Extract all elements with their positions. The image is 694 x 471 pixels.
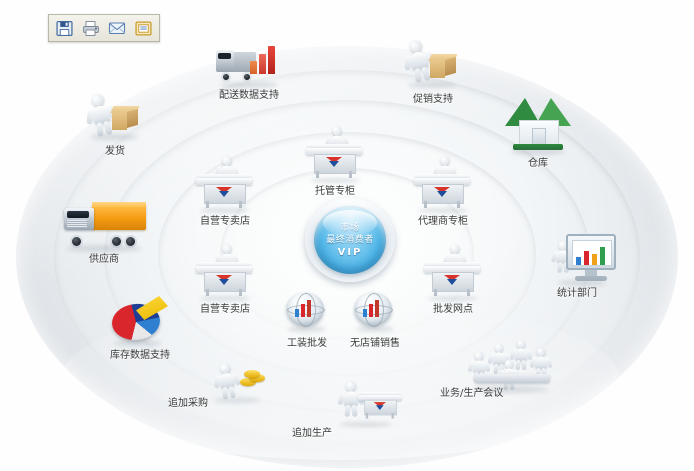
center-orb: 市场 最终消费者 VIP	[314, 206, 386, 274]
node-agent-counter[interactable]: 代理商专柜	[414, 156, 472, 227]
node-no-store-sales[interactable]: 无店铺销售	[350, 290, 400, 349]
person-box-icon	[404, 34, 462, 88]
node-self-operated-store-2[interactable]: 自营专卖店	[196, 244, 254, 315]
counter-icon	[424, 244, 482, 301]
email-button[interactable]	[107, 17, 128, 40]
node-label-supplier: 供应商	[89, 254, 119, 265]
globe-chart-icon	[284, 290, 330, 332]
node-additional-production[interactable]: 追加生产	[292, 378, 402, 439]
node-label-workwear-wholesale: 工装批发	[287, 338, 327, 349]
node-label-wholesale-outlet: 批发网点	[433, 304, 473, 315]
toolbar	[48, 14, 160, 42]
node-business-production-meeting[interactable]: 业务/生产会议	[440, 330, 560, 399]
node-label-promotion-support: 促销支持	[413, 94, 453, 105]
node-label-agent-counter: 代理商专柜	[418, 216, 468, 227]
node-label-shipment: 发货	[105, 146, 125, 157]
node-promotion-support[interactable]: 促销支持	[404, 34, 462, 105]
node-workwear-wholesale[interactable]: 工装批发	[284, 290, 330, 349]
node-label-distribution-data-support: 配送数据支持	[219, 90, 279, 101]
node-supplier[interactable]: 供应商	[62, 202, 146, 265]
node-statistics-department[interactable]: 统计部门	[548, 232, 616, 299]
node-label-additional-production: 追加生产	[292, 428, 332, 439]
export-button[interactable]	[133, 17, 154, 40]
node-warehouse[interactable]: 仓库	[505, 98, 571, 169]
node-managed-counter[interactable]: 托管专柜	[306, 126, 364, 197]
house-icon	[505, 98, 571, 155]
meeting-group-icon	[464, 330, 560, 394]
node-label-managed-counter: 托管专柜	[315, 186, 355, 197]
node-label-warehouse: 仓库	[528, 158, 548, 169]
node-label-inventory-data-support: 库存数据支持	[110, 350, 170, 361]
center-line-2: 最终消费者	[326, 234, 374, 245]
node-wholesale-outlet[interactable]: 批发网点	[424, 244, 482, 315]
node-label-no-store-sales: 无店铺销售	[350, 338, 400, 349]
person-coins-icon	[210, 358, 272, 403]
node-self-operated-store-1[interactable]: 自营专卖店	[196, 156, 254, 227]
node-label-self-operated-store-1: 自营专卖店	[200, 216, 250, 227]
center-line-3-vip: VIP	[337, 246, 363, 258]
save-button[interactable]	[54, 17, 75, 40]
person-box-icon	[86, 88, 144, 140]
node-label-business-production-meeting: 业务/生产会议	[440, 388, 504, 399]
globe-chart-icon	[352, 290, 398, 332]
counter-icon	[414, 156, 472, 213]
person-counter-icon	[336, 378, 402, 427]
node-distribution-data-support[interactable]: 配送数据支持	[216, 44, 282, 101]
node-label-self-operated-store-2: 自营专卖店	[200, 304, 250, 315]
floppy-disk-icon	[56, 20, 73, 36]
printer-icon	[82, 20, 99, 36]
delivery-truck-chart-icon	[216, 44, 282, 88]
counter-icon	[196, 244, 254, 301]
monitor-chart-icon	[548, 232, 616, 286]
print-button[interactable]	[80, 17, 101, 40]
envelope-icon	[109, 22, 126, 35]
center-line-1: 市场	[340, 222, 360, 233]
window-export-icon	[135, 20, 152, 36]
node-label-additional-purchase: 追加采购	[168, 398, 208, 409]
node-inventory-data-support[interactable]: 库存数据支持	[110, 296, 170, 361]
counter-icon	[306, 126, 364, 183]
node-label-statistics-department: 统计部门	[557, 288, 597, 299]
center-market-node[interactable]: 市场 最终消费者 VIP	[295, 196, 405, 284]
cargo-truck-icon	[62, 202, 146, 252]
counter-icon	[196, 156, 254, 213]
node-shipment[interactable]: 发货	[86, 88, 144, 157]
node-additional-purchase[interactable]: 追加采购	[168, 358, 272, 409]
pie-chart-icon	[110, 296, 170, 346]
